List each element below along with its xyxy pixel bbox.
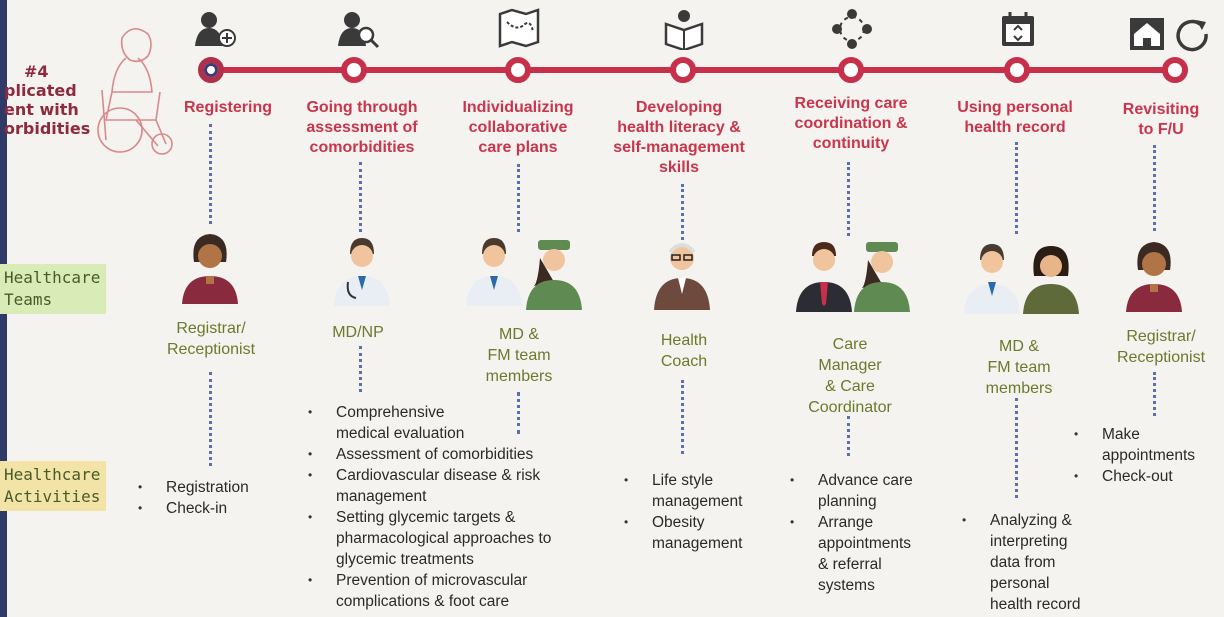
activity-item: Check-out — [1072, 466, 1222, 487]
stage-node — [341, 57, 367, 83]
dotted-connector — [209, 124, 212, 224]
header-line: plicated — [4, 81, 77, 100]
dotted-connector — [1015, 398, 1018, 498]
stage-node — [1162, 57, 1188, 83]
team-label: Health Coach — [660, 332, 708, 370]
team-label: Care Manager & Care Coordinator — [808, 336, 892, 416]
stage-label: Using personal health record — [957, 99, 1073, 136]
activity-list: Advance care planning Arrange appointmen… — [788, 470, 948, 596]
team-label: MD & FM team members — [985, 338, 1053, 397]
activity-item: Cardiovascular disease & risk management — [306, 465, 606, 507]
dotted-connector — [1153, 145, 1156, 231]
receptionist-icon — [182, 234, 238, 304]
dotted-connector — [209, 372, 212, 466]
person-add-icon — [195, 12, 236, 47]
activity-item: Comprehensive medical evaluation — [306, 402, 606, 444]
receptionist-icon — [1126, 242, 1182, 312]
dotted-connector — [1153, 372, 1156, 416]
activity-item: Registration — [136, 477, 286, 498]
team-label: MD/NP — [332, 324, 384, 341]
dotted-connector — [517, 164, 520, 232]
activity-list: Make appointments Check-out — [1072, 424, 1222, 487]
dotted-connector — [359, 162, 362, 232]
stage-node — [838, 57, 864, 83]
stage-node — [198, 57, 224, 83]
activity-list: Registration Check-in — [136, 477, 286, 519]
stage-label: Revisiting to F/U — [1122, 101, 1200, 138]
activity-item: Check-in — [136, 498, 286, 519]
stage-label: Individualizing collaborative care plans — [462, 99, 574, 156]
dotted-connector — [847, 416, 850, 456]
activities-row-tag: Healthcare Activities — [0, 461, 106, 511]
home-revisit-icon — [1130, 18, 1208, 52]
dotted-connector — [681, 184, 684, 240]
activity-item: Prevention of microvascular complication… — [306, 570, 606, 612]
stage-label: Going through assessment of comorbiditie… — [306, 99, 418, 156]
team-label: Registrar/ Receptionist — [166, 320, 256, 358]
activity-list: Comprehensive medical evaluation Assessm… — [306, 402, 606, 612]
header-line: ent with — [4, 100, 79, 119]
activity-item: Setting glycemic targets & pharmacologic… — [306, 507, 606, 570]
book-reader-icon — [664, 10, 704, 50]
nurse-icon — [526, 240, 582, 310]
doctor-icon — [466, 238, 522, 306]
stage-node — [1004, 57, 1030, 83]
activity-item: Obesity management — [622, 512, 782, 554]
activity-item: Make appointments — [1072, 424, 1222, 466]
stage-node — [670, 57, 696, 83]
doctor-icon — [964, 244, 1020, 314]
map-plan-icon — [498, 8, 540, 48]
dotted-connector — [847, 162, 850, 236]
pathway-header: #4 plicated ent with orbidities — [4, 62, 92, 138]
coach-icon — [654, 243, 710, 310]
dotted-connector — [681, 380, 684, 454]
team-label: MD & FM team members — [485, 326, 553, 385]
activity-list: Life style management Obesity management — [622, 470, 782, 554]
dotted-connector — [359, 346, 362, 392]
stage-label: Receiving care coordination & continuity — [794, 95, 908, 152]
activity-item: Life style management — [622, 470, 782, 512]
activity-item: Advance care planning — [788, 470, 948, 512]
doctor-icon — [334, 238, 390, 306]
team-label: Registrar/ Receptionist — [1116, 328, 1206, 366]
header-line: #4 — [24, 62, 49, 81]
person-search-icon — [338, 12, 380, 49]
care-network-icon — [832, 9, 872, 49]
activity-item: Analyzing & interpreting data from perso… — [960, 510, 1120, 615]
teams-row-tag: Healthcare Teams — [0, 264, 106, 314]
header-line: orbidities — [4, 119, 91, 138]
stage-label: Registering — [183, 99, 272, 116]
activity-list: Analyzing & interpreting data from perso… — [960, 510, 1120, 615]
stage-label: Developing health literacy & self-manage… — [613, 99, 745, 176]
staff-woman-icon — [1023, 246, 1079, 314]
calendar-icon — [1002, 12, 1034, 46]
activity-item: Arrange appointments & referral systems — [788, 512, 948, 596]
dotted-connector — [1015, 142, 1018, 234]
nurse-icon — [854, 242, 910, 312]
activity-item: Assessment of comorbidities — [306, 444, 606, 465]
patient-wheelchair-icon — [97, 28, 173, 155]
stage-node — [505, 57, 531, 83]
manager-icon — [796, 242, 852, 312]
